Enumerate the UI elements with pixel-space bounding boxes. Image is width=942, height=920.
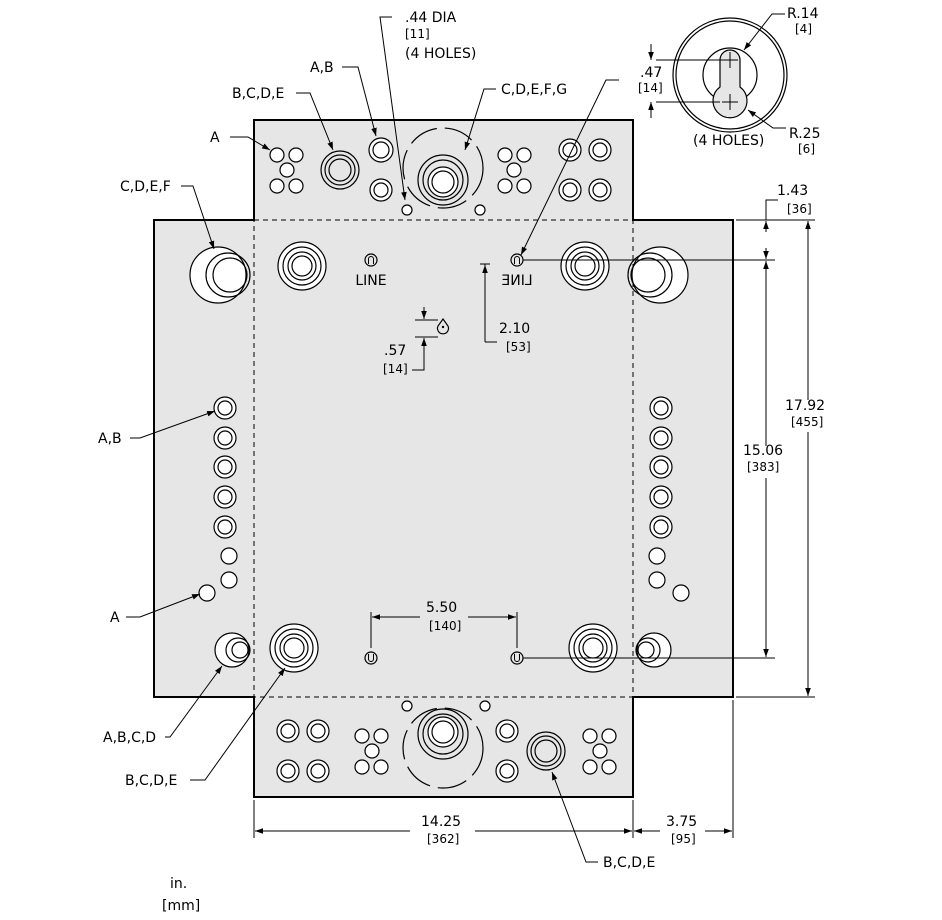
offset-mm: [14] xyxy=(638,81,663,95)
callout-cdefg-top: C,D,E,F,G xyxy=(501,82,567,98)
dimension-lines xyxy=(253,199,815,838)
line-label-left: LINE xyxy=(355,273,386,289)
dim-3-75-mm: [95] xyxy=(671,832,696,846)
right-side-knockouts xyxy=(648,396,690,602)
dim-17-92: 17.92 xyxy=(785,398,825,414)
callout-hole-dia-mm: [11] xyxy=(405,27,430,41)
callout-four-holes: (4 HOLES) xyxy=(405,46,476,62)
dim-0-57: .57 xyxy=(384,343,406,359)
enclosure-outline-dashed xyxy=(253,219,634,698)
r-large-label: R.25 xyxy=(789,126,821,142)
dim-15-06-mm: [383] xyxy=(747,460,779,474)
leader-lines xyxy=(126,16,619,863)
mounting-keyholes xyxy=(364,253,524,665)
dim-3-75: 3.75 xyxy=(666,814,697,830)
callout-bcde-top: B,C,D,E xyxy=(232,86,284,102)
units-inch: in. xyxy=(170,876,187,892)
dim-14-25-mm: [362] xyxy=(427,832,459,846)
r-large-mm: [6] xyxy=(798,142,815,156)
line-label-right: LINE xyxy=(501,273,532,289)
main-knockouts xyxy=(189,241,689,673)
dim-17-92-mm: [455] xyxy=(791,415,823,429)
dim-5-50: 5.50 xyxy=(426,600,457,616)
keyhole-detail xyxy=(648,13,788,133)
top-flange-knockouts xyxy=(269,127,612,216)
offset-label: .47 xyxy=(640,65,662,81)
callout-hole-dia: .44 DIA xyxy=(405,10,457,26)
left-side-knockouts xyxy=(198,396,238,602)
dim-2-10-mm: [53] xyxy=(506,340,531,354)
dim-5-50-mm: [140] xyxy=(429,619,461,633)
callout-abcd-bottom: A,B,C,D xyxy=(103,730,156,746)
callout-a-left: A xyxy=(110,610,120,626)
r-small-label: R.14 xyxy=(787,6,819,22)
dim-1-43: 1.43 xyxy=(777,183,808,199)
callout-a-top: A xyxy=(210,130,220,146)
callout-bcde-bottom-left: B,C,D,E xyxy=(125,773,177,789)
callout-ab-left: A,B xyxy=(98,431,122,447)
dim-14-25: 14.25 xyxy=(421,814,461,830)
dim-1-43-mm: [36] xyxy=(787,202,812,216)
r-small-mm: [4] xyxy=(795,22,812,36)
bottom-flange-knockouts xyxy=(276,700,617,789)
callout-bcde-bottom-right: B,C,D,E xyxy=(603,855,655,871)
dim-0-57-mm: [14] xyxy=(383,362,408,376)
callout-cdef-left: C,D,E,F xyxy=(120,179,171,195)
back-plate xyxy=(153,119,734,798)
dim-15-06: 15.06 xyxy=(743,443,783,459)
units-mm: [mm] xyxy=(162,898,200,914)
callout-ab-top: A,B xyxy=(310,60,334,76)
dim-2-10: 2.10 xyxy=(499,321,530,337)
detail-four-holes: (4 HOLES) xyxy=(693,133,764,149)
